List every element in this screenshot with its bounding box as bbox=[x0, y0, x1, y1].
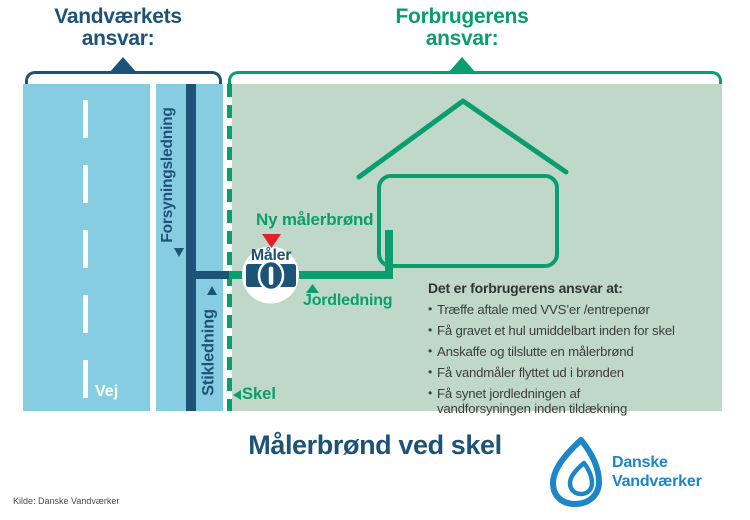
bullet-icon: • bbox=[428, 323, 433, 337]
page-title: Målerbrønd ved skel bbox=[248, 430, 502, 460]
ground-pipe-arrow-icon bbox=[306, 284, 319, 293]
ground-pipe-vertical bbox=[385, 230, 393, 279]
waterworks-pointer-icon bbox=[109, 57, 137, 73]
duty-text: vandforsyningen inden tildækning bbox=[437, 401, 628, 416]
road-label: Vej bbox=[95, 383, 119, 400]
list-item: • Anskaffe og tilslutte en målerbrønd bbox=[428, 344, 720, 359]
consumer-bracket bbox=[228, 71, 722, 85]
consumer-pointer-icon bbox=[448, 57, 476, 73]
boundary-label: Skel bbox=[233, 385, 276, 404]
meter-label: Måler bbox=[250, 247, 292, 264]
ground-pipe-label: Jordledning bbox=[303, 292, 393, 309]
consumer-responsibility-label: Forbrugerens ansvar: bbox=[372, 6, 552, 50]
duty-text: Træffe aftale med VVS’er /entrepenør bbox=[437, 302, 650, 317]
waterworks-label-line1: Vandværkets bbox=[54, 5, 182, 28]
service-flow-arrow-icon bbox=[207, 286, 217, 295]
list-item: • Træffe aftale med VVS’er /entrepenør bbox=[428, 302, 720, 317]
boundary-dashed-line bbox=[227, 84, 232, 411]
logo-line1: Danske bbox=[612, 454, 668, 471]
waterworks-bracket bbox=[25, 71, 222, 85]
bullet-icon: • bbox=[428, 386, 433, 400]
waterworks-responsibility-label: Vandværkets ansvar: bbox=[28, 6, 208, 50]
duty-text: Få vandmåler flyttet ud i brønden bbox=[437, 365, 624, 380]
house-body bbox=[377, 174, 559, 268]
new-meter-well-label: Ny målerbrønd bbox=[256, 210, 374, 229]
consumer-duties-block: Det er forbrugerens ansvar at: • Træffe … bbox=[428, 280, 720, 422]
source-credit: Kilde: Danske Vandværker bbox=[13, 496, 120, 506]
duty-text: Anskaffe og tilslutte en målerbrønd bbox=[437, 344, 634, 359]
logo-line2: Vandværker bbox=[612, 473, 702, 490]
service-pipe-horizontal bbox=[189, 271, 229, 279]
boundary-label-text: Skel bbox=[242, 385, 276, 403]
house-roof bbox=[356, 98, 569, 180]
supply-pipe bbox=[186, 84, 196, 411]
duty-text: Få gravet et hul umiddelbart inden for s… bbox=[437, 323, 675, 338]
property-area bbox=[232, 84, 722, 411]
road-centerline bbox=[83, 100, 88, 400]
consumer-duties-list: • Træffe aftale med VVS’er /entrepenør •… bbox=[428, 302, 720, 416]
bullet-icon: • bbox=[428, 302, 433, 316]
danske-vandvaerker-logo: Danske Vandværker bbox=[548, 436, 702, 508]
meter-dial-needle bbox=[268, 266, 274, 285]
list-item: • Få gravet et hul umiddelbart inden for… bbox=[428, 323, 720, 338]
new-well-marker-icon bbox=[262, 234, 281, 248]
logo-wordmark: Danske Vandværker bbox=[612, 453, 702, 491]
consumer-duties-heading: Det er forbrugerens ansvar at: bbox=[428, 280, 623, 296]
supply-flow-arrow-icon bbox=[174, 248, 184, 257]
bullet-icon: • bbox=[428, 344, 433, 358]
waterworks-label-line2: ansvar: bbox=[81, 27, 155, 50]
road-area: Vej bbox=[23, 84, 150, 411]
consumer-label-line2: ansvar: bbox=[425, 27, 499, 50]
ground-pipe-horizontal bbox=[227, 271, 393, 279]
boundary-arrow-icon bbox=[233, 389, 241, 400]
list-item: • Få synet jordledningen af vandforsynin… bbox=[428, 386, 720, 416]
bullet-icon: • bbox=[428, 365, 433, 379]
duty-text: Få synet jordledningen af bbox=[437, 386, 581, 401]
water-drop-icon bbox=[550, 437, 602, 507]
consumer-label-line1: Forbrugerens bbox=[395, 5, 529, 28]
list-item: • Få vandmåler flyttet ud i brønden bbox=[428, 365, 720, 380]
